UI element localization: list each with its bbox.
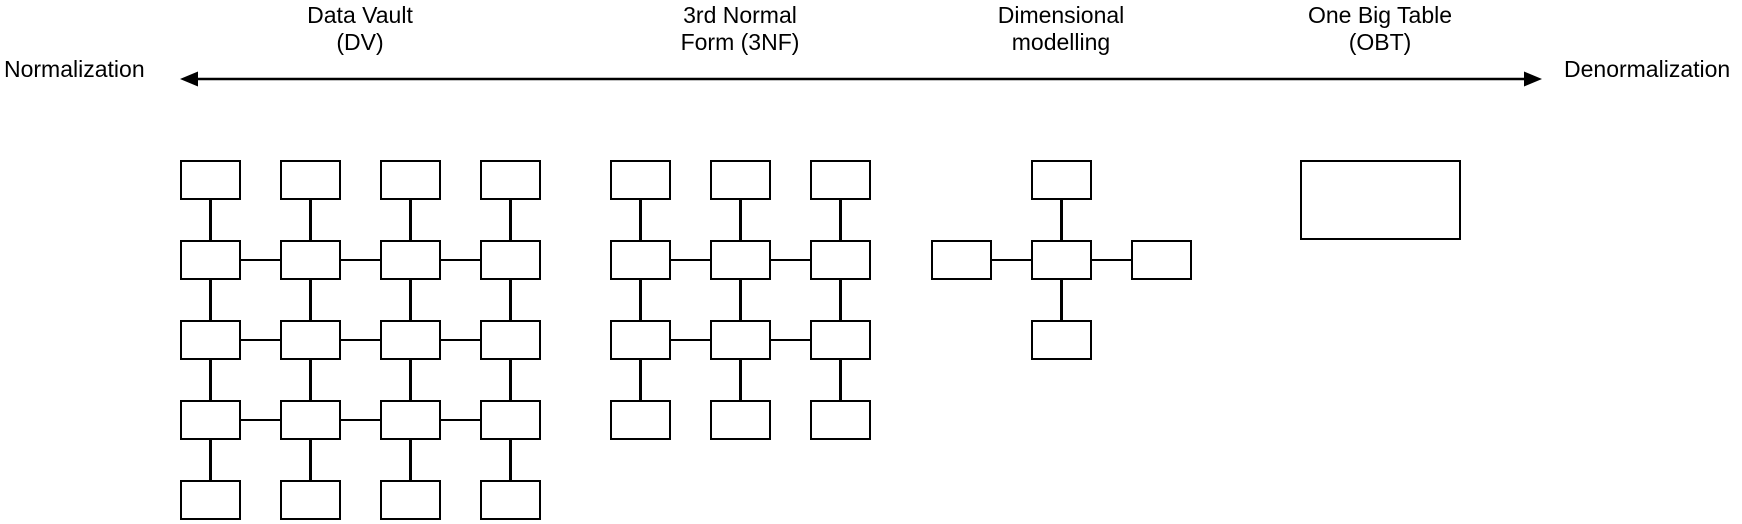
3nf-connector: [639, 360, 642, 400]
label-obt-line1: One Big Table: [1307, 2, 1453, 28]
3nf-table: [710, 400, 771, 440]
data-vault-connector: [241, 418, 280, 422]
data-vault-table: [380, 480, 441, 520]
data-vault-connector: [309, 440, 312, 480]
3nf-table: [810, 320, 871, 360]
data-vault-table: [180, 480, 241, 520]
data-vault-connector: [509, 280, 512, 320]
3nf-table: [610, 160, 671, 200]
3nf-connector: [771, 258, 810, 262]
label-data-vault-line1: Data Vault: [307, 2, 413, 28]
data-vault-table: [180, 240, 241, 280]
label-obt-line2: (OBT): [1348, 29, 1412, 55]
3nf-connector: [639, 280, 642, 320]
3nf-table: [610, 240, 671, 280]
data-vault-connector: [241, 258, 280, 262]
label-obt: One Big Table (OBT): [1308, 2, 1452, 56]
dimensional-dimension-table-left: [931, 240, 992, 280]
label-data-vault: Data Vault (DV): [307, 2, 413, 56]
data-vault-connector: [409, 280, 412, 320]
data-vault-connector: [309, 200, 312, 240]
data-vault-table: [180, 160, 241, 200]
3nf-table: [610, 400, 671, 440]
data-vault-table: [280, 160, 341, 200]
label-data-vault-line2: (DV): [336, 29, 384, 55]
data-vault-connector: [341, 258, 380, 262]
3nf-table: [810, 400, 871, 440]
data-vault-table: [380, 160, 441, 200]
data-vault-connector: [209, 280, 212, 320]
data-vault-connector: [309, 280, 312, 320]
3nf-table: [710, 160, 771, 200]
label-3nf-line1: 3rd Normal: [683, 2, 797, 28]
obt-big-table: [1300, 160, 1461, 240]
3nf-connector: [739, 280, 742, 320]
3nf-connector: [839, 200, 842, 240]
data-vault-connector: [409, 360, 412, 400]
3nf-connector: [839, 360, 842, 400]
data-vault-connector: [509, 200, 512, 240]
normalization-label: Normalization: [4, 56, 145, 82]
dimensional-dimension-table-bottom: [1031, 320, 1092, 360]
data-vault-table: [380, 320, 441, 360]
data-vault-table: [280, 480, 341, 520]
label-dimensional-line2: modelling: [1011, 29, 1111, 55]
3nf-connector: [639, 200, 642, 240]
3nf-connector: [671, 338, 710, 342]
3nf-table: [710, 240, 771, 280]
data-vault-connector: [509, 360, 512, 400]
label-dimensional: Dimensional modelling: [998, 2, 1125, 56]
arrowhead-right-icon: [1524, 71, 1542, 87]
label-dimensional-line1: Dimensional: [997, 2, 1125, 28]
data-vault-table: [480, 480, 541, 520]
data-vault-connector: [341, 338, 380, 342]
data-vault-table: [180, 400, 241, 440]
denormalization-label: Denormalization: [1564, 56, 1731, 82]
dimensional-dimension-table-right: [1131, 240, 1192, 280]
data-vault-table: [480, 160, 541, 200]
dimensional-connector: [1060, 200, 1063, 240]
data-vault-connector: [409, 200, 412, 240]
3nf-connector: [739, 360, 742, 400]
3nf-table: [610, 320, 671, 360]
data-vault-table: [480, 320, 541, 360]
3nf-connector: [739, 200, 742, 240]
data-vault-connector: [409, 440, 412, 480]
data-vault-connector: [341, 418, 380, 422]
data-vault-table: [380, 240, 441, 280]
data-vault-connector: [209, 440, 212, 480]
data-vault-table: [180, 320, 241, 360]
dimensional-connector: [1060, 280, 1063, 320]
data-vault-connector: [241, 338, 280, 342]
arrowhead-left-icon: [180, 71, 198, 87]
data-vault-connector: [441, 338, 480, 342]
data-vault-connector: [209, 200, 212, 240]
data-vault-table: [480, 240, 541, 280]
dimensional-connector: [992, 258, 1031, 262]
label-3nf: 3rd Normal Form (3NF): [681, 2, 800, 56]
3nf-table: [810, 160, 871, 200]
label-3nf-line2: Form (3NF): [680, 29, 800, 55]
dimensional-dimension-table-top: [1031, 160, 1092, 200]
data-vault-connector: [441, 258, 480, 262]
dimensional-connector: [1092, 258, 1131, 262]
3nf-connector: [839, 280, 842, 320]
data-vault-connector: [309, 360, 312, 400]
data-vault-table: [280, 320, 341, 360]
data-vault-table: [480, 400, 541, 440]
3nf-table: [810, 240, 871, 280]
data-vault-connector: [441, 418, 480, 422]
data-vault-connector: [509, 440, 512, 480]
data-vault-table: [380, 400, 441, 440]
data-vault-connector: [209, 360, 212, 400]
dimensional-fact-table: [1031, 240, 1092, 280]
3nf-connector: [671, 258, 710, 262]
data-vault-table: [280, 400, 341, 440]
3nf-connector: [771, 338, 810, 342]
3nf-table: [710, 320, 771, 360]
data-vault-table: [280, 240, 341, 280]
